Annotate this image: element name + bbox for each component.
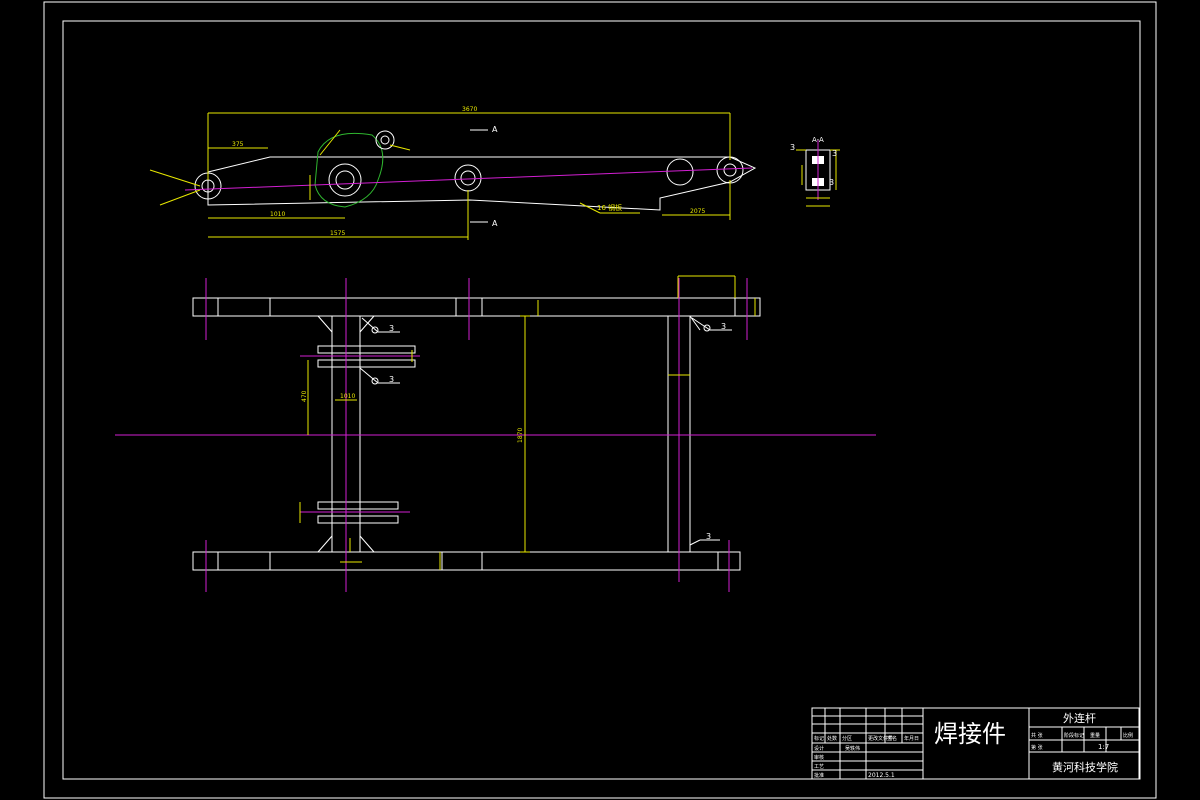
header-signature: 签名	[887, 735, 897, 742]
side-label-lower: 3	[829, 178, 834, 187]
dim-left-span: 1575	[330, 230, 345, 237]
note-gusset: 16 钢板	[597, 203, 622, 212]
attr-weight: 重量	[1090, 732, 1100, 739]
side-label-right: 3	[832, 149, 837, 158]
weld-label-2: 3	[389, 375, 394, 384]
top-dimensions	[149, 112, 731, 240]
dim-overall: 3670	[462, 106, 477, 113]
link-outline	[207, 156, 757, 211]
part-name: 外连杆	[1063, 711, 1096, 725]
part-type: 焊接件	[934, 720, 1006, 748]
dim-right-ear: 2075	[690, 208, 705, 215]
dim-side-2: 1010	[340, 393, 355, 400]
front-dimensions	[299, 275, 756, 570]
section-title: A-A	[812, 136, 824, 144]
front-centerlines	[115, 278, 876, 592]
header-mark: 标记	[814, 735, 824, 742]
attr-stage: 阶段标记	[1064, 732, 1084, 739]
weld-symbols	[359, 317, 732, 546]
header-count: 处数	[827, 735, 837, 742]
front-view: 1870 470 1010 3 3 3 3	[115, 275, 876, 592]
dim-left-ear: 375	[232, 141, 244, 148]
dim-left-offset: 1010	[270, 211, 285, 218]
weld-label-1: 3	[389, 324, 394, 333]
pin-holes	[194, 130, 744, 200]
attr-scale: 比例	[1123, 732, 1133, 739]
header-date: 年月日	[904, 735, 919, 742]
scale-value: 1:7	[1098, 743, 1109, 751]
weld-label-4: 3	[706, 532, 711, 541]
dim-frame-height: 1870	[517, 428, 524, 443]
weld-label-3: 3	[721, 322, 726, 331]
top-centerline	[184, 167, 753, 191]
school-name: 黄河科技学院	[1052, 760, 1118, 774]
section-mark-top: A	[492, 125, 498, 134]
header-change-doc: 更改文件号	[868, 735, 893, 742]
sheet-number: 第 张	[1031, 744, 1043, 751]
sheet-border	[43, 1, 1157, 799]
top-view: 3670 375 1010 1575 2075 16 钢板 A A	[149, 106, 757, 240]
header-zone: 分区	[842, 735, 852, 742]
ear-arc	[314, 132, 384, 208]
title-block: 标记 处数 分区 更改文件号 签名 年月日 设计 吴轶伟 审核 工艺 批准 20…	[811, 707, 1140, 780]
row-process: 工艺	[814, 764, 824, 770]
side-section-view: A-A 3 3 3	[790, 136, 840, 207]
designer-name: 吴轶伟	[845, 745, 860, 752]
row-design: 设计	[814, 745, 824, 752]
row-approve: 批准	[814, 772, 824, 779]
dim-side-1: 470	[301, 390, 308, 402]
title-date: 2012.5.1	[868, 772, 895, 779]
lug-plates	[317, 345, 416, 524]
row-review: 审核	[814, 754, 824, 761]
top-beam	[192, 297, 761, 317]
side-label-left: 3	[790, 143, 795, 152]
sheet-total: 共 张	[1031, 732, 1043, 739]
bottom-beam	[192, 551, 741, 571]
section-mark-bottom: A	[492, 219, 498, 228]
